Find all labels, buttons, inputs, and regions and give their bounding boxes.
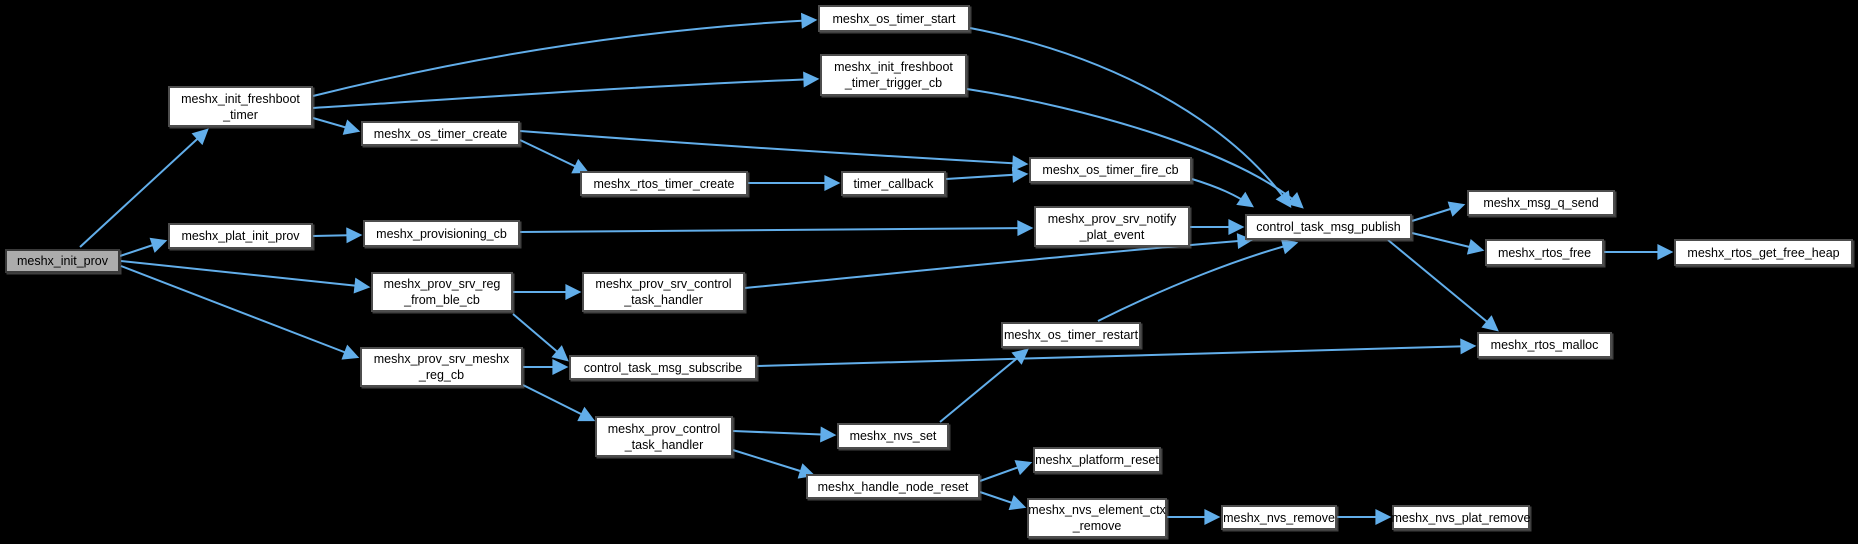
node-meshx_nvs_element_ctx_remove[interactable]: meshx_nvs_element_ctx _remove <box>1027 498 1167 538</box>
node-meshx_init_prov[interactable]: meshx_init_prov <box>5 249 120 273</box>
edge-meshx_init_freshboot_timer-meshx_init_freshboot_timer_trigger_cb <box>312 71 820 109</box>
node-meshx_plat_init_prov[interactable]: meshx_plat_init_prov <box>168 223 313 249</box>
node-meshx_os_timer_restart[interactable]: meshx_os_timer_restart <box>1001 322 1141 348</box>
node-meshx_prov_control_task_handler[interactable]: meshx_prov_control _task_handler <box>595 416 733 457</box>
node-meshx_os_timer_create[interactable]: meshx_os_timer_create <box>361 121 520 146</box>
node-meshx_rtos_get_free_heap[interactable]: meshx_rtos_get_free_heap <box>1674 239 1853 266</box>
node-meshx_prov_srv_notify_plat_event[interactable]: meshx_prov_srv_notify _plat_event <box>1034 206 1190 247</box>
node-timer_callback[interactable]: timer_callback <box>841 171 946 196</box>
edge-meshx_os_timer_create-meshx_os_timer_fire_cb <box>519 130 1029 172</box>
node-meshx_nvs_set[interactable]: meshx_nvs_set <box>837 423 949 449</box>
node-meshx_os_timer_start[interactable]: meshx_os_timer_start <box>818 5 970 32</box>
edge-meshx_init_freshboot_timer-meshx_os_timer_create <box>312 117 361 135</box>
edge-meshx_os_timer_restart-control_task_msg_publish <box>1097 238 1299 322</box>
edge-control_task_msg_publish-meshx_rtos_free <box>1411 232 1485 255</box>
edge-meshx_init_prov-meshx_prov_srv_reg_from_ble_cb <box>120 260 371 294</box>
edge-meshx_prov_control_task_handler-meshx_nvs_set <box>732 426 837 443</box>
edge-meshx_init_prov-meshx_init_freshboot_timer <box>79 128 209 248</box>
edge-control_task_msg_subscribe-meshx_rtos_malloc <box>756 338 1477 367</box>
edge-meshx_prov_control_task_handler-meshx_handle_node_reset <box>732 449 816 479</box>
node-meshx_nvs_plat_remove[interactable]: meshx_nvs_plat_remove <box>1392 505 1530 530</box>
edge-meshx_init_prov-meshx_prov_srv_meshx_reg_cb <box>120 265 360 360</box>
node-meshx_nvs_remove[interactable]: meshx_nvs_remove <box>1221 505 1337 530</box>
node-meshx_prov_srv_reg_from_ble_cb[interactable]: meshx_prov_srv_reg _from_ble_cb <box>371 272 513 312</box>
edge-meshx_os_timer_create-meshx_rtos_timer_create <box>519 139 590 174</box>
node-meshx_rtos_malloc[interactable]: meshx_rtos_malloc <box>1477 332 1612 358</box>
edge-meshx_init_freshboot_timer-meshx_os_timer_start <box>312 12 818 97</box>
node-meshx_msg_q_send[interactable]: meshx_msg_q_send <box>1467 190 1615 216</box>
edge-meshx_prov_srv_reg_from_ble_cb-control_task_msg_subscribe <box>512 313 569 362</box>
edge-meshx_nvs_set-meshx_os_timer_restart <box>939 348 1029 423</box>
edge-meshx_prov_srv_control_task_handler-control_task_msg_publish <box>744 233 1254 289</box>
edge-meshx_os_timer_fire_cb-control_task_msg_publish <box>1191 178 1254 208</box>
edge-meshx_handle_node_reset-meshx_platform_reset <box>979 460 1033 482</box>
node-meshx_init_freshboot_timer_trigger_cb[interactable]: meshx_init_freshboot _timer_trigger_cb <box>820 54 967 96</box>
edge-meshx_plat_init_prov-meshx_provisioning_cb <box>312 227 363 244</box>
node-meshx_platform_reset[interactable]: meshx_platform_reset <box>1033 447 1161 473</box>
edge-control_task_msg_publish-meshx_msg_q_send <box>1411 201 1466 222</box>
node-meshx_prov_srv_control_task_handler[interactable]: meshx_prov_srv_control _task_handler <box>582 272 745 312</box>
edge-meshx_init_prov-meshx_plat_init_prov <box>119 237 168 257</box>
edge-meshx_init_freshboot_timer_trigger_cb-control_task_msg_publish <box>966 88 1304 209</box>
edge-timer_callback-meshx_os_timer_fire_cb <box>945 166 1029 183</box>
node-meshx_init_freshboot_timer[interactable]: meshx_init_freshboot _timer <box>168 86 313 127</box>
node-control_task_msg_subscribe[interactable]: control_task_msg_subscribe <box>569 355 757 380</box>
node-meshx_handle_node_reset[interactable]: meshx_handle_node_reset <box>806 474 980 499</box>
node-meshx_rtos_timer_create[interactable]: meshx_rtos_timer_create <box>580 171 748 196</box>
edge-meshx_handle_node_reset-meshx_nvs_element_ctx_remove <box>979 491 1027 511</box>
node-meshx_prov_srv_meshx_reg_cb[interactable]: meshx_prov_srv_meshx _reg_cb <box>360 347 523 387</box>
edge-control_task_msg_publish-meshx_rtos_malloc <box>1387 239 1499 332</box>
edge-meshx_provisioning_cb-meshx_prov_srv_notify_plat_event <box>519 220 1034 237</box>
node-meshx_rtos_free[interactable]: meshx_rtos_free <box>1485 239 1604 266</box>
edge-meshx_prov_srv_meshx_reg_cb-meshx_prov_control_task_handler <box>522 384 596 422</box>
edge-meshx_os_timer_start-control_task_msg_publish <box>969 27 1292 208</box>
node-meshx_os_timer_fire_cb[interactable]: meshx_os_timer_fire_cb <box>1029 157 1192 183</box>
node-control_task_msg_publish[interactable]: control_task_msg_publish <box>1245 214 1412 240</box>
node-meshx_provisioning_cb[interactable]: meshx_provisioning_cb <box>363 220 520 247</box>
